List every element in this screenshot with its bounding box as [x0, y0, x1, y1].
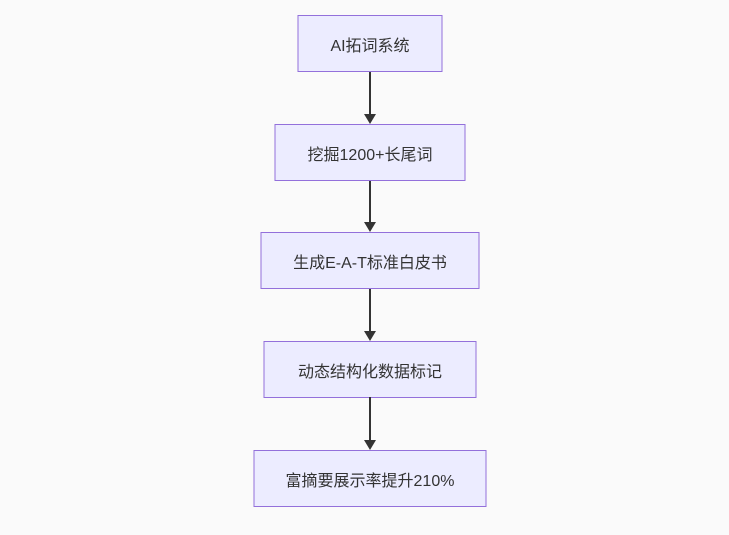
flow-edge-1: [364, 72, 376, 124]
flow-node-label: 动态结构化数据标记: [297, 363, 442, 381]
flow-node-label: AI拓词系统: [330, 37, 410, 55]
arrow-down-icon: [364, 222, 376, 232]
flow-node-longtail-mining: 挖掘1200+长尾词: [274, 124, 466, 181]
arrow-line: [369, 72, 371, 114]
flow-node-rich-snippet-result: 富摘要展示率提升210%: [253, 450, 487, 507]
arrow-line: [369, 181, 371, 222]
arrow-down-icon: [364, 331, 376, 341]
arrow-line: [369, 289, 371, 331]
arrow-line: [369, 397, 371, 440]
flow-node-ai-keyword-system: AI拓词系统: [297, 15, 443, 72]
flow-edge-3: [364, 289, 376, 341]
flow-node-structured-data-markup: 动态结构化数据标记: [263, 341, 477, 398]
flow-edge-2: [364, 181, 376, 232]
arrow-down-icon: [364, 440, 376, 450]
flow-edge-4: [364, 397, 376, 450]
flow-node-label: 生成E-A-T标准白皮书: [293, 254, 447, 272]
arrow-down-icon: [364, 114, 376, 124]
flow-node-label: 挖掘1200+长尾词: [307, 146, 433, 164]
flow-node-eat-whitepaper: 生成E-A-T标准白皮书: [260, 232, 480, 289]
flow-node-label: 富摘要展示率提升210%: [285, 472, 455, 490]
